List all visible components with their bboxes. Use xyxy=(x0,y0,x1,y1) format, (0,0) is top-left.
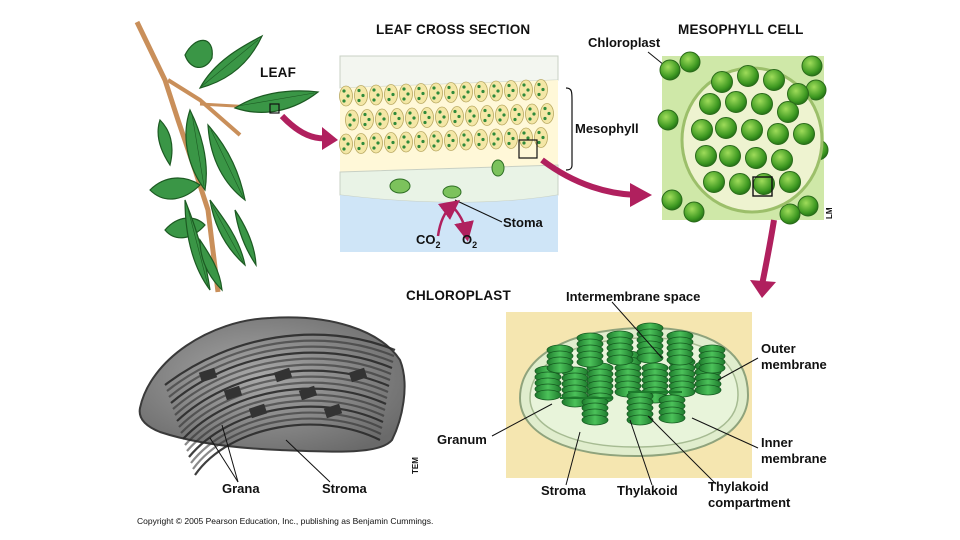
arrow-cell-to-chloroplast xyxy=(759,219,777,286)
label-outer-membrane-line2: membrane xyxy=(761,357,827,372)
chloroplast-3d-diagram xyxy=(506,312,752,478)
copyright-notice: Copyright © 2005 Pearson Education, Inc.… xyxy=(137,516,433,526)
leaf-branch-illustration xyxy=(134,20,320,293)
label-mesophyll: Mesophyll xyxy=(575,121,639,136)
label-stroma-diagram: Stroma xyxy=(541,483,587,498)
label-stroma-tem: Stroma xyxy=(322,481,368,496)
label-intermembrane-space: Intermembrane space xyxy=(566,289,700,304)
label-stoma-cross-section: Stoma xyxy=(503,215,544,230)
arrow-o2 xyxy=(451,205,474,242)
label-thylakoid-compartment-line1: Thylakoid xyxy=(708,479,769,494)
mesophyll-cell-micrograph xyxy=(657,51,829,225)
label-co2: CO2 xyxy=(416,232,441,250)
label-chloroplast-cell: Chloroplast xyxy=(588,35,661,50)
arrow-co2 xyxy=(436,199,460,237)
chloroplast-tem-micrograph xyxy=(138,316,406,476)
label-outer-membrane-line1: Outer xyxy=(761,341,796,356)
label-tem: TEM xyxy=(411,457,420,474)
label-lm: LM xyxy=(825,207,834,219)
label-granum: Granum xyxy=(437,432,487,447)
label-inner-membrane-line1: Inner xyxy=(761,435,793,450)
header-mesophyll-cell: MESOPHYLL CELL xyxy=(678,22,804,37)
leaf-cross-section-illustration xyxy=(339,55,559,252)
label-o2: O2 xyxy=(462,232,477,250)
label-thylakoid-compartment-line2: compartment xyxy=(708,495,791,510)
header-leaf-cross-section: LEAF CROSS SECTION xyxy=(376,22,530,37)
label-inner-membrane-line2: membrane xyxy=(761,451,827,466)
header-leaf: LEAF xyxy=(260,65,296,80)
label-thylakoid: Thylakoid xyxy=(617,483,678,498)
header-chloroplast: CHLOROPLAST xyxy=(406,288,511,303)
label-grana: Grana xyxy=(222,481,260,496)
